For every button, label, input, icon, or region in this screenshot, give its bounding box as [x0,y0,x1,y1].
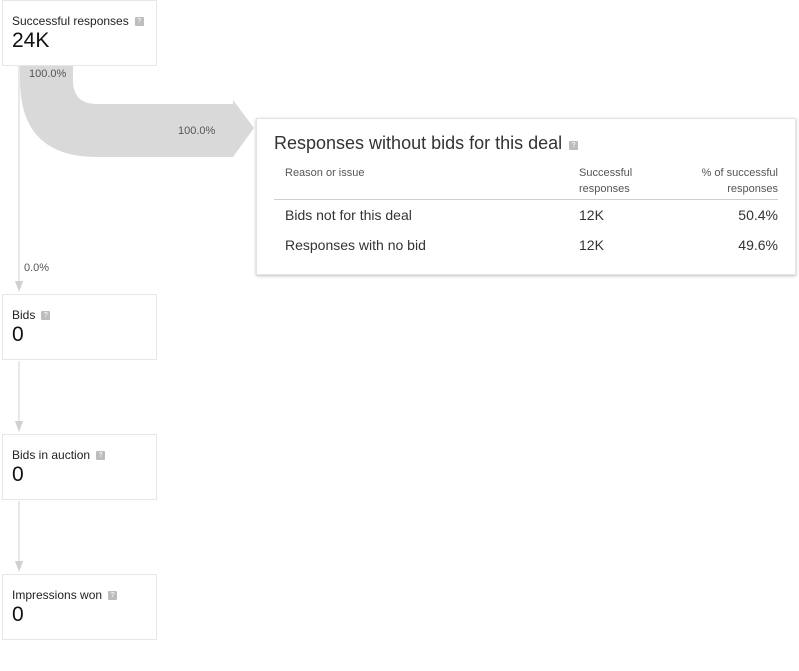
help-icon[interactable] [108,590,118,600]
flow-branch-to-detail [20,66,254,157]
connector-arrow-to-bids [15,281,23,292]
impressions-won-label-row: Impressions won [12,588,118,602]
table-row: Bids not for this deal 12K 50.4% [274,200,778,231]
column-header-pct-line1: % of successful [701,167,778,179]
help-icon[interactable] [96,450,106,460]
row-successful: 12K [579,237,604,253]
bids-in-auction-box: Bids in auction 0 [2,434,157,500]
bids-label-row: Bids [12,308,51,322]
column-header-successful-responses[interactable]: Successful responses [579,163,689,200]
row-successful: 12K [579,207,604,223]
connector-arrow-to-impressions-won [15,561,23,572]
column-header-pct-successful[interactable]: % of successful responses [689,163,778,200]
row-pct: 49.6% [738,237,778,253]
help-icon[interactable] [41,310,51,320]
table-header-row: Reason or issue Successful responses % o… [274,163,778,200]
successful-responses-label-row: Successful responses [12,14,144,28]
detail-table: Reason or issue Successful responses % o… [274,163,778,260]
impressions-won-box: Impressions won 0 [2,574,157,640]
row-reason: Responses with no bid [285,237,426,253]
impressions-won-label: Impressions won [12,588,103,602]
branch-arrow-pct: 100.0% [178,125,216,137]
bids-box: Bids 0 [2,294,157,360]
column-header-pct-line2: responses [727,183,778,195]
card-title: Responses without bids for this deal [274,133,563,153]
bids-in-auction-label: Bids in auction [12,448,91,462]
bids-in-auction-value: 0 [12,463,24,486]
to-bids-pct: 0.0% [24,262,50,274]
card-title-row: Responses without bids for this deal [274,133,579,154]
row-reason: Bids not for this deal [285,207,412,223]
column-header-reason-label: Reason or issue [285,167,365,179]
successful-responses-label: Successful responses [12,14,129,28]
help-icon[interactable] [134,16,144,26]
bids-in-auction-label-row: Bids in auction [12,448,106,462]
column-header-reason[interactable]: Reason or issue [274,163,579,200]
bids-value: 0 [12,323,24,346]
branch-top-pct: 100.0% [29,68,67,80]
successful-responses-value: 24K [12,29,50,52]
row-pct: 50.4% [738,207,778,223]
responses-without-bids-card: Responses without bids for this deal Rea… [256,118,796,275]
bids-label: Bids [12,308,36,322]
connector-arrow-to-bids-in-auction [15,421,23,432]
column-header-successful-line1: Successful [579,167,633,179]
successful-responses-box: Successful responses 24K [2,0,157,66]
impressions-won-value: 0 [12,603,24,626]
help-icon[interactable] [569,141,579,150]
table-row: Responses with no bid 12K 49.6% [274,230,778,260]
column-header-successful-line2: responses [579,183,630,195]
